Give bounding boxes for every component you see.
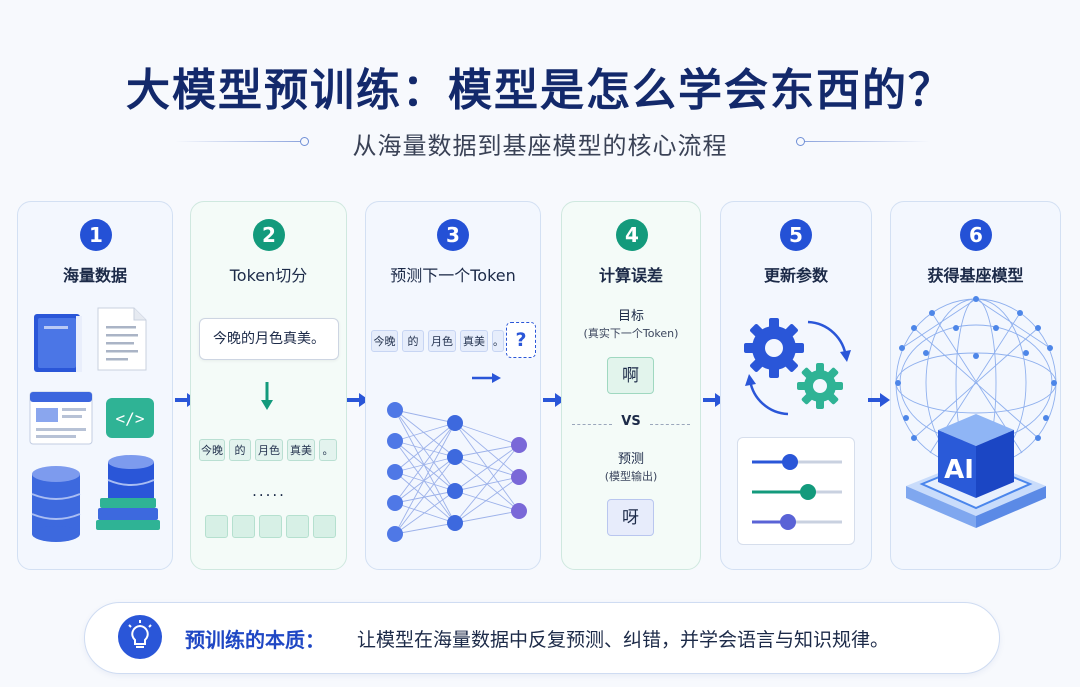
svg-text:AI: AI xyxy=(944,455,974,485)
question-box: ? xyxy=(506,322,536,358)
book-icon xyxy=(34,314,82,372)
prediction-label: 预测 xyxy=(617,452,644,467)
token-chip: 。 xyxy=(319,439,337,461)
step-number: 2 xyxy=(253,219,285,251)
ai-model-illustration: AI xyxy=(895,296,1057,528)
subtitle: 从海量数据到基座模型的核心流程 xyxy=(352,132,728,160)
step-number: 1 xyxy=(80,219,112,251)
token-square xyxy=(232,515,255,538)
gears-icon xyxy=(744,318,851,416)
document-icon xyxy=(97,307,147,371)
lightbulb-glyph xyxy=(128,620,152,648)
step-title: 获得基座模型 xyxy=(927,266,1024,285)
token-chip: 。 xyxy=(492,330,504,352)
step-title: 更新参数 xyxy=(763,266,828,285)
target-sublabel: (真实下一个Token) xyxy=(583,327,679,340)
step-title: Token切分 xyxy=(229,266,308,285)
target-label: 目标 xyxy=(617,309,644,324)
flow-arrow-icon xyxy=(543,393,565,407)
lightbulb-icon xyxy=(118,615,162,659)
deco-dot xyxy=(300,137,309,146)
step-card-1: 1 海量数据 </> xyxy=(17,201,173,570)
right-deco-line xyxy=(796,137,930,146)
left-deco-line xyxy=(175,137,309,146)
token-chip: 月色 xyxy=(428,330,456,352)
step-number: 6 xyxy=(960,219,992,251)
step-title: 计算误差 xyxy=(598,266,663,285)
webpage-icon xyxy=(29,391,93,445)
step-title: 预测下一个Token xyxy=(390,266,516,285)
neural-network-icon xyxy=(387,402,527,542)
code-icon: </> xyxy=(106,398,154,438)
sliders-icon xyxy=(752,454,842,530)
summary-label: 预训练的本质： xyxy=(185,628,325,652)
prediction-sublabel: (模型输出) xyxy=(604,470,658,483)
token-chip: 今晚 xyxy=(371,330,398,352)
prediction-token: 呀 xyxy=(607,499,654,536)
sliders-panel xyxy=(737,437,855,545)
token-square xyxy=(313,515,336,538)
page-title: 大模型预训练：模型是怎么学会东西的？ xyxy=(126,65,954,116)
data-sources-illustration: </> xyxy=(29,307,160,542)
sentence-box: 今晚的月色真美。 xyxy=(199,318,339,360)
deco-dot xyxy=(796,137,805,146)
divider xyxy=(572,424,612,425)
database-icon xyxy=(31,466,81,542)
token-square xyxy=(286,515,309,538)
token-chip: 真美 xyxy=(287,439,315,461)
flow-arrow-icon xyxy=(347,393,369,407)
token-chip: 真美 xyxy=(460,330,488,352)
token-square xyxy=(259,515,282,538)
step-title: 海量数据 xyxy=(62,266,127,285)
step-number: 5 xyxy=(780,219,812,251)
ellipsis: ..... xyxy=(252,482,286,500)
target-token: 啊 xyxy=(607,357,654,394)
summary-banner xyxy=(84,602,1000,674)
divider xyxy=(650,424,690,425)
vs-label: VS xyxy=(621,414,641,429)
summary-text: 让模型在海量数据中反复预测、纠错，并学会语言与知识规律。 xyxy=(357,629,890,651)
svg-text:</>: </> xyxy=(116,409,145,428)
token-square xyxy=(205,515,228,538)
down-arrow-icon xyxy=(261,382,273,410)
token-chip: 月色 xyxy=(255,439,283,461)
small-arrow-icon xyxy=(472,373,501,383)
token-chip: 的 xyxy=(402,330,424,352)
step-number: 4 xyxy=(616,219,648,251)
token-chip: 今晚 xyxy=(199,439,225,461)
token-chip: 的 xyxy=(229,439,251,461)
subtitle-row: 从海量数据到基座模型的核心流程 xyxy=(0,124,1080,160)
ai-chip-icon: AI xyxy=(906,414,1046,528)
flow-arrow-icon xyxy=(868,393,890,407)
database-books-icon xyxy=(96,455,160,530)
step-number: 3 xyxy=(437,219,469,251)
